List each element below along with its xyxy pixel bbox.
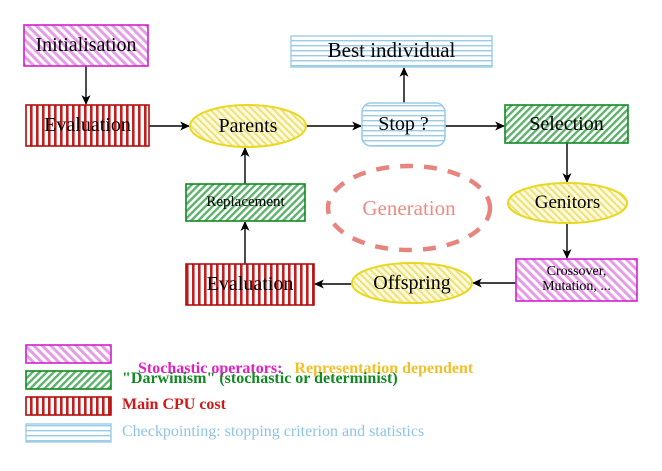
node-stop[interactable] [361,102,446,147]
legend-text-cpu: Main CPU cost [122,396,226,413]
legend-swatch-darwinism [25,370,112,390]
legend-swatch-stochastic [25,344,112,364]
legend-text-stochastic: Stochastic operators: Representation depe… [122,345,473,393]
node-parents[interactable] [189,104,307,148]
node-evaluation-bottom[interactable] [185,263,315,306]
legend-swatch-checkpointing [25,423,112,443]
legend-text-darwinism: "Darwinism" (stochastic or determinist) [122,370,398,387]
node-crossover-mutation[interactable] [515,258,638,302]
legend-label-stochastic: Stochastic operators: [138,360,283,377]
node-selection[interactable] [504,104,629,144]
node-generation [325,163,493,253]
legend-label-representation: Representation dependent [294,360,474,377]
node-genitors[interactable] [507,182,628,224]
legend-text-checkpointing: Checkpointing: stopping criterion and st… [122,423,425,440]
legend-swatch-cpu [25,396,112,416]
node-best-individual[interactable] [290,35,493,68]
node-replacement[interactable] [185,183,306,222]
node-offspring[interactable] [351,262,473,304]
node-initialisation[interactable] [23,24,149,67]
node-evaluation-top[interactable] [25,104,150,147]
